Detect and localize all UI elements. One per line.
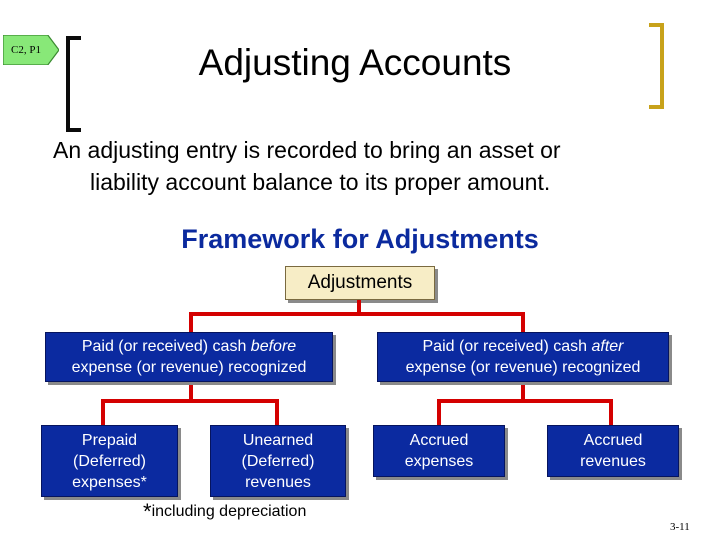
- objective-badge: C2, P1: [11, 44, 41, 56]
- page-title: Adjusting Accounts: [198, 42, 512, 83]
- connector-root-horizontal: [189, 312, 525, 316]
- node-cash-before: Paid (or received) cash before expense (…: [45, 332, 333, 382]
- leaf-line: revenues: [245, 473, 311, 491]
- framework-title: Framework for Adjustments: [181, 224, 539, 254]
- connector-left-drop-a: [101, 399, 105, 425]
- leaf-line: Prepaid: [81, 431, 138, 449]
- connector-right-down: [521, 383, 525, 401]
- node-cash-after-line-2: expense (or revenue) recognized: [405, 359, 641, 376]
- leaf-line: revenues: [580, 453, 646, 470]
- connector-root-down: [357, 300, 361, 314]
- right-bracket-decoration: [649, 23, 664, 109]
- definition-line-2: liability account balance to its proper …: [90, 169, 551, 195]
- leaf-line: (Deferred): [73, 452, 146, 470]
- leaf-prepaid-expenses: Prepaid (Deferred) expenses*: [41, 425, 178, 497]
- leaf-accrued-revenues: Accrued revenues: [547, 425, 679, 477]
- badge-arrow-icon: [3, 35, 59, 65]
- connector-right-drop-b: [609, 399, 613, 425]
- connector-root-right-drop: [521, 312, 525, 332]
- connector-left-horizontal: [101, 399, 279, 403]
- leaf-line: Accrued: [409, 432, 469, 449]
- leaf-line: (Deferred): [241, 452, 315, 470]
- connector-left-drop-b: [275, 399, 279, 425]
- connector-root-left-drop: [189, 312, 193, 332]
- connector-right-drop-a: [437, 399, 441, 425]
- leaf-line: expenses: [404, 453, 474, 470]
- node-cash-before-line-1: Paid (or received) cash before: [81, 338, 297, 355]
- leaf-line: expenses*: [72, 473, 147, 491]
- footnote-star: *: [143, 499, 152, 524]
- leaf-unearned-revenues: Unearned (Deferred) revenues: [210, 425, 346, 497]
- slide-number: 3-11: [670, 521, 690, 533]
- footnote: *including depreciation: [143, 499, 307, 524]
- leaf-accrued-expenses: Accrued expenses: [373, 425, 505, 477]
- root-node-adjustments: Adjustments: [285, 266, 435, 300]
- node-cash-before-line-2: expense (or revenue) recognized: [71, 359, 307, 376]
- definition-text: An adjusting entry is recorded to bring …: [30, 134, 690, 198]
- definition-line-1: An adjusting entry is recorded to bring …: [53, 137, 561, 163]
- connector-left-down: [189, 383, 193, 401]
- node-cash-after: Paid (or received) cash after expense (o…: [377, 332, 669, 382]
- node-cash-after-line-1: Paid (or received) cash after: [422, 338, 624, 355]
- leaf-line: Accrued: [583, 432, 643, 449]
- footnote-text: including depreciation: [151, 503, 307, 520]
- connector-right-horizontal: [437, 399, 613, 403]
- leaf-line: Unearned: [242, 431, 314, 449]
- left-bracket-decoration: [66, 36, 81, 132]
